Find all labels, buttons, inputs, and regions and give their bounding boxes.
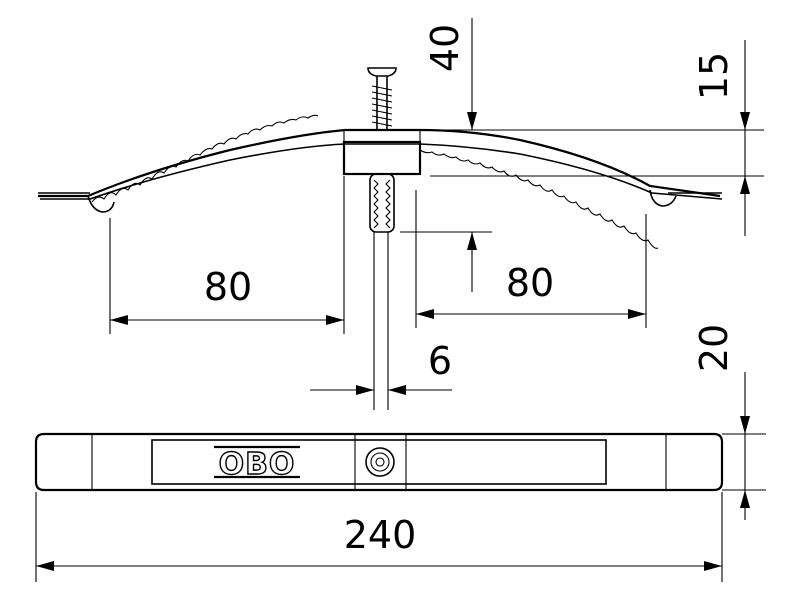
top-recess xyxy=(151,439,607,485)
dim-height-40: 40 xyxy=(400,18,492,292)
dim-span-left-80: 80 xyxy=(109,176,345,334)
dim-15-label: 15 xyxy=(692,52,736,100)
top-view: OBO xyxy=(34,432,724,492)
dim-diameter-6: 6 xyxy=(310,339,452,395)
dim-span-right-80: 80 xyxy=(415,190,647,328)
top-outline xyxy=(34,432,724,492)
left-foot xyxy=(87,195,115,213)
side-view xyxy=(38,67,723,410)
dim-40-label: 40 xyxy=(423,24,467,72)
center-block xyxy=(342,140,422,176)
screw-icon xyxy=(365,447,395,477)
nail-head xyxy=(367,67,397,77)
right-foot xyxy=(649,189,677,207)
dowel xyxy=(369,173,395,233)
obo-logo: OBO xyxy=(214,445,300,483)
arch-wave-left xyxy=(91,114,319,203)
dim-6-label: 6 xyxy=(428,339,452,383)
dim-arch-15: 15 xyxy=(420,40,764,236)
arch-wave-right xyxy=(419,149,659,249)
dim-width-20: 20 xyxy=(692,324,766,520)
svg-text:OBO: OBO xyxy=(219,447,296,482)
dim-80-right-label: 80 xyxy=(506,261,554,305)
dim-length-240: 240 xyxy=(35,492,723,582)
arch-outer xyxy=(38,128,721,198)
dim-80-left-label: 80 xyxy=(204,265,252,309)
nail-shank xyxy=(371,76,393,130)
dim-20-label: 20 xyxy=(692,324,736,372)
dim-240-label: 240 xyxy=(344,513,417,557)
